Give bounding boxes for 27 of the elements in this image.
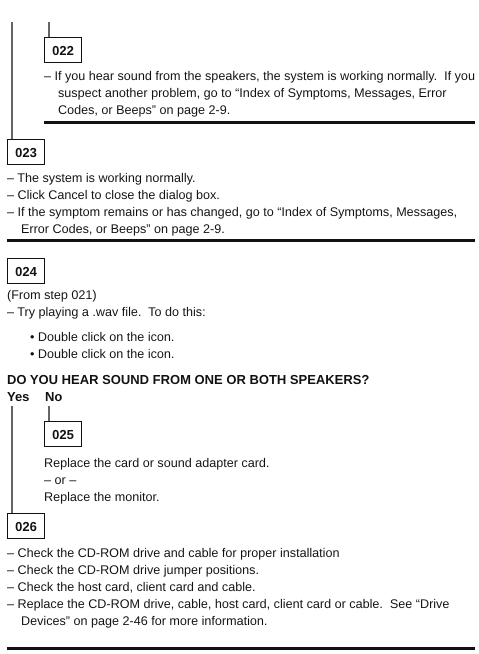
connector-line: [11, 22, 13, 139]
step-number-box: 022: [44, 37, 82, 63]
question-text: DO YOU HEAR SOUND FROM ONE OR BOTH SPEAKERS?: [7, 371, 370, 388]
answer-label: No: [45, 388, 62, 405]
connector-line: [11, 406, 13, 513]
instruction-text: – If you hear sound from the speakers, the system is working normally. If you suspect another problem, go to “Index of Symptoms, Messages, Error Codes, or Beeps” on page 2-9.: [44, 68, 475, 119]
instruction-text: – Check the CD-ROM drive and cable for proper installation: [7, 545, 340, 562]
connector-line: [48, 406, 50, 421]
instruction-text: – Click Cancel to close the dialog box.: [7, 187, 221, 204]
step-number-box: 026: [7, 513, 45, 539]
connector-line: [48, 22, 50, 37]
instruction-text: – The system is working normally.: [7, 170, 196, 187]
instruction-text: – Check the CD-ROM drive jumper positions.: [7, 562, 260, 579]
instruction-text: – Replace the CD-ROM drive, cable, host card, client card or cable. See “Drive Devices” on page 2-46 for more information.: [7, 596, 450, 630]
instruction-text: – or –: [44, 472, 78, 489]
instruction-text: – Try playing a .wav file. To do this:: [7, 304, 207, 321]
instruction-text: • Double click on the icon.: [30, 329, 176, 346]
instruction-text: • Double click on the icon.: [30, 346, 176, 363]
step-number-box: 023: [7, 139, 45, 165]
step-number-box: 024: [7, 258, 45, 284]
instruction-text: – If the symptom remains or has changed, go to “Index of Symptoms, Messages, Error Codes, or Beeps” on page 2-9.: [7, 204, 458, 238]
instruction-text: – Check the host card, client card and cable.: [7, 579, 257, 596]
instruction-text: Replace the card or sound adapter card.: [44, 455, 270, 472]
step-number-box: 025: [44, 421, 82, 447]
instruction-text: Replace the monitor.: [44, 489, 161, 506]
instruction-text: (From step 021): [7, 287, 98, 304]
answer-label: Yes: [7, 388, 30, 405]
